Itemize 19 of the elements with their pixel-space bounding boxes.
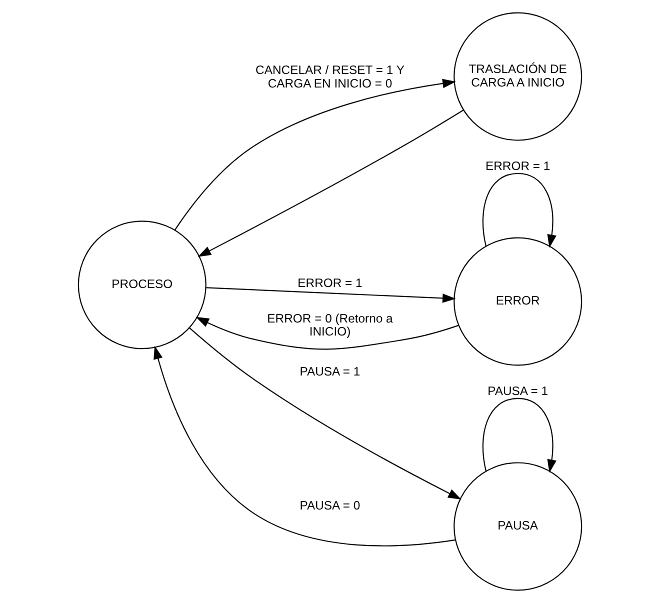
edge-label: PAUSA = 1 — [487, 384, 548, 398]
arrow — [482, 172, 556, 248]
edge-label: ERROR = 0 (Retorno a INICIO) — [266, 311, 392, 339]
arrow — [197, 110, 464, 257]
arrow — [174, 78, 456, 230]
arrow — [195, 316, 458, 350]
arrow — [153, 346, 455, 546]
edge-label: CANCELAR / RESET = 1 Y CARGA EN INICIO = 0 — [255, 63, 404, 90]
edge-label: ERROR = 1 — [485, 158, 550, 173]
node-circle: TRASLACIÓN DE CARGA A INICIO — [453, 12, 582, 141]
arrow — [188, 327, 461, 500]
node-circle: ERROR — [453, 237, 582, 366]
edge-label: ERROR = 1 — [297, 276, 362, 290]
edge-label: PAUSA = 1 — [299, 364, 360, 379]
node-circle: PAUSA — [453, 462, 582, 591]
arrow — [206, 287, 456, 303]
edge-label: PAUSA = 0 — [299, 498, 360, 513]
node-circle: PROCESO — [77, 220, 206, 350]
arrow — [482, 398, 556, 473]
